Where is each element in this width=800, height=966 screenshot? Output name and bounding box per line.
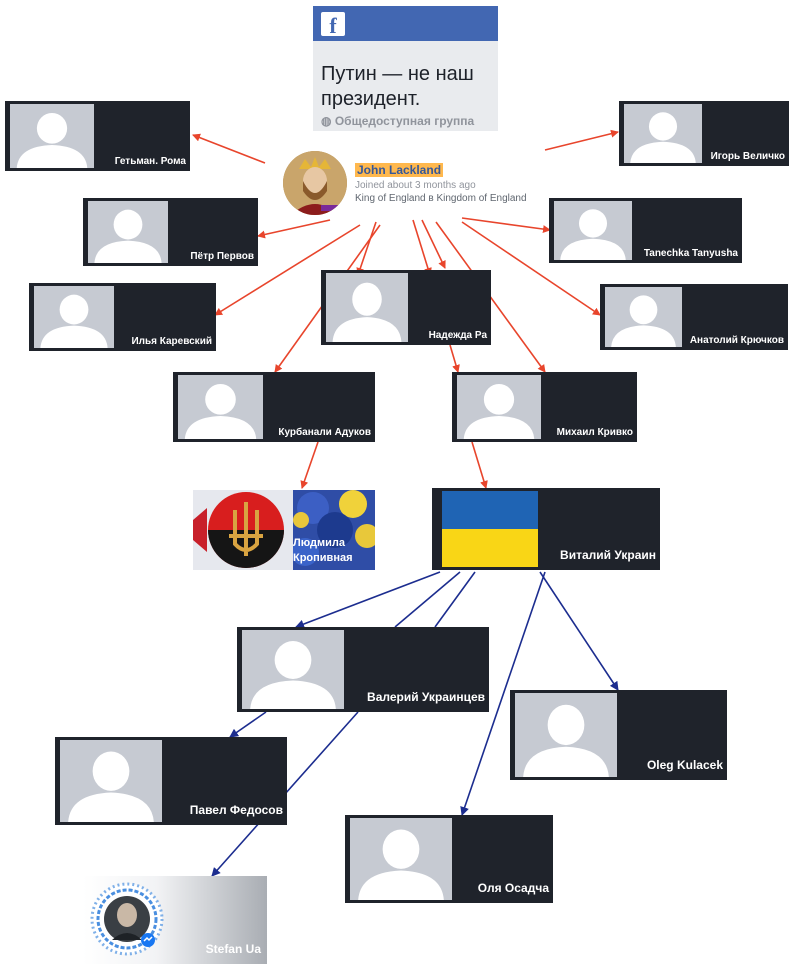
profile-name: Пётр Первов <box>190 251 254 262</box>
flag-blue-stripe <box>442 491 538 529</box>
profile-card-anatoliy[interactable]: Анатолий Крючков <box>600 284 788 350</box>
edge-vitaliy-valeriy-2 <box>394 571 461 628</box>
facebook-header-bar: f <box>313 6 498 41</box>
edge-hub-igor <box>544 129 619 151</box>
default-avatar-icon <box>515 693 617 777</box>
profile-name: Илья Каревский <box>131 336 212 347</box>
default-avatar-icon <box>178 375 263 439</box>
profile-name: Stefan Ua <box>205 942 261 956</box>
profile-card-getman[interactable]: Гетьман. Рома <box>5 101 190 171</box>
profile-card-kurbanali[interactable]: Курбанали Адуков <box>173 372 375 442</box>
profile-card-lyudmila[interactable]: Людмила Кропивная <box>193 490 375 570</box>
group-privacy: ◍ Общедоступная группа <box>321 114 474 128</box>
group-privacy-label: Общедоступная группа <box>334 114 475 128</box>
profile-name: Анатолий Крючков <box>689 335 784 346</box>
edge-hub-anatoliy <box>461 221 601 316</box>
profile-card-petr[interactable]: Пётр Первов <box>83 198 258 266</box>
edge-nadezhda-mikhail <box>449 344 460 373</box>
edge-hub-nadezhda-1 <box>356 221 377 276</box>
default-avatar-icon <box>457 375 541 439</box>
ukraine-flag-icon <box>442 491 538 567</box>
edge-mikhail-vitaliy <box>471 441 488 489</box>
edge-hub-tanechka <box>461 217 551 234</box>
edge-vitaliy-oleg <box>539 571 619 691</box>
hub-name[interactable]: John Lackland <box>355 163 444 177</box>
profile-name: Виталий Украин <box>560 548 656 562</box>
profile-card-pavel[interactable]: Павел Федосов <box>55 737 287 825</box>
messenger-code-icon <box>90 882 164 956</box>
facebook-f-icon: f <box>321 12 345 38</box>
profile-card-igor[interactable]: Игорь Величко <box>619 101 789 166</box>
default-avatar-icon <box>34 286 114 348</box>
profile-card-olya[interactable]: Оля Осадча <box>345 815 553 903</box>
edge-vitaliy-valeriy-1 <box>295 571 441 629</box>
profile-name: Гетьман. Рома <box>114 156 186 167</box>
profile-card-valeriy[interactable]: Валерий Украинцев <box>237 627 489 712</box>
edge-hub-getman <box>192 133 266 164</box>
default-avatar-icon <box>326 273 408 342</box>
edge-hub-nadezhda-2 <box>412 219 432 276</box>
edge-kurbanali-lyudmila <box>300 441 319 489</box>
edge-hub-ilya <box>214 224 361 316</box>
edge-vitaliy-valeriy-3 <box>434 571 476 628</box>
hub-joined: Joined about 3 months ago <box>355 180 476 191</box>
emblem-image <box>193 490 293 570</box>
profile-card-tanechka[interactable]: Tanechka Tanyusha <box>549 198 742 263</box>
profile-card-mikhail[interactable]: Михаил Кривко <box>452 372 637 442</box>
flowers-photo-icon <box>291 490 375 570</box>
default-avatar-icon <box>605 287 682 347</box>
hub-info: King of England в Kingdom of England <box>355 193 527 204</box>
profile-card-stefan[interactable]: Stefan Ua <box>83 876 267 964</box>
default-avatar-icon <box>350 818 452 900</box>
flowers-image <box>291 490 375 570</box>
profile-name: Михаил Кривко <box>556 427 633 438</box>
edge-hub-nadezhda-3 <box>421 219 446 269</box>
edge-vitaliy-olya <box>460 571 546 816</box>
profile-name: Tanechka Tanyusha <box>643 248 738 259</box>
default-avatar-icon <box>554 201 632 260</box>
trident-emblem-icon <box>193 490 293 570</box>
default-avatar-icon <box>88 201 168 263</box>
edge-hub-petr <box>257 219 331 239</box>
edge-valeriy-pavel <box>229 711 267 738</box>
profile-name: Oleg Kulacek <box>646 758 723 772</box>
profile-card-nadezhda[interactable]: Надежда Ра <box>321 270 491 345</box>
hub-profile[interactable]: John Lackland Joined about 3 months ago … <box>283 151 545 217</box>
profile-card-vitaliy[interactable]: Виталий Украин <box>432 488 660 570</box>
profile-name: Игорь Величко <box>710 151 785 162</box>
king-portrait-icon <box>283 151 347 215</box>
default-avatar-icon <box>624 104 702 163</box>
profile-name: Павел Федосов <box>189 803 283 817</box>
profile-name: Курбанали Адуков <box>278 427 371 438</box>
profile-name: Людмила Кропивная <box>293 537 353 564</box>
profile-name: Оля Осадча <box>477 881 549 895</box>
profile-name: Валерий Украинцев <box>367 690 485 704</box>
default-avatar-icon <box>60 740 162 822</box>
globe-icon: ◍ <box>321 114 332 128</box>
profile-name: Надежда Ра <box>428 330 487 341</box>
default-avatar-icon <box>10 104 94 168</box>
flag-yellow-stripe <box>442 529 538 567</box>
profile-card-ilya[interactable]: Илья Каревский <box>29 283 216 351</box>
hub-avatar <box>283 151 347 215</box>
facebook-group-card[interactable]: f Путин — не наш президент. ◍ Общедоступ… <box>313 6 498 131</box>
profile-card-oleg[interactable]: Oleg Kulacek <box>510 690 727 780</box>
default-avatar-icon <box>242 630 344 709</box>
group-title: Путин — не наш президент. <box>321 63 474 110</box>
